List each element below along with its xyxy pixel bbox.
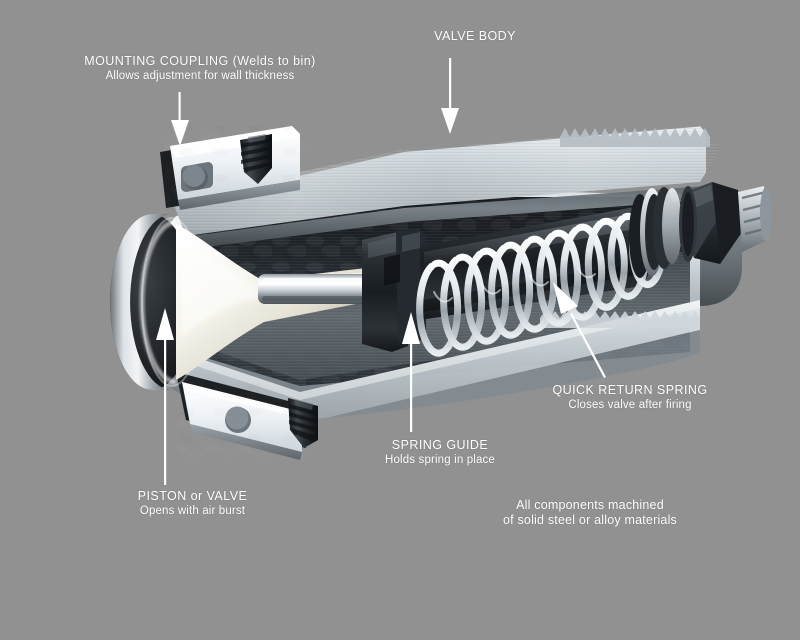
coupling-flange-top — [160, 126, 305, 210]
callout-arrows — [156, 58, 606, 485]
arrow-mounting-coupling — [171, 92, 189, 146]
end-hardware — [629, 182, 772, 278]
set-screw-top — [240, 134, 272, 184]
coupling-flange-bottom — [176, 372, 318, 460]
arrow-valve-body — [441, 58, 459, 134]
arrow-quick-return-spring — [553, 282, 606, 378]
threaded-stud — [738, 186, 772, 252]
arrow-spring-guide — [402, 312, 420, 432]
hex-nut — [679, 182, 742, 264]
arrow-piston — [156, 308, 174, 485]
set-screw-bottom — [288, 398, 318, 448]
spring-guide-collar — [362, 228, 426, 352]
